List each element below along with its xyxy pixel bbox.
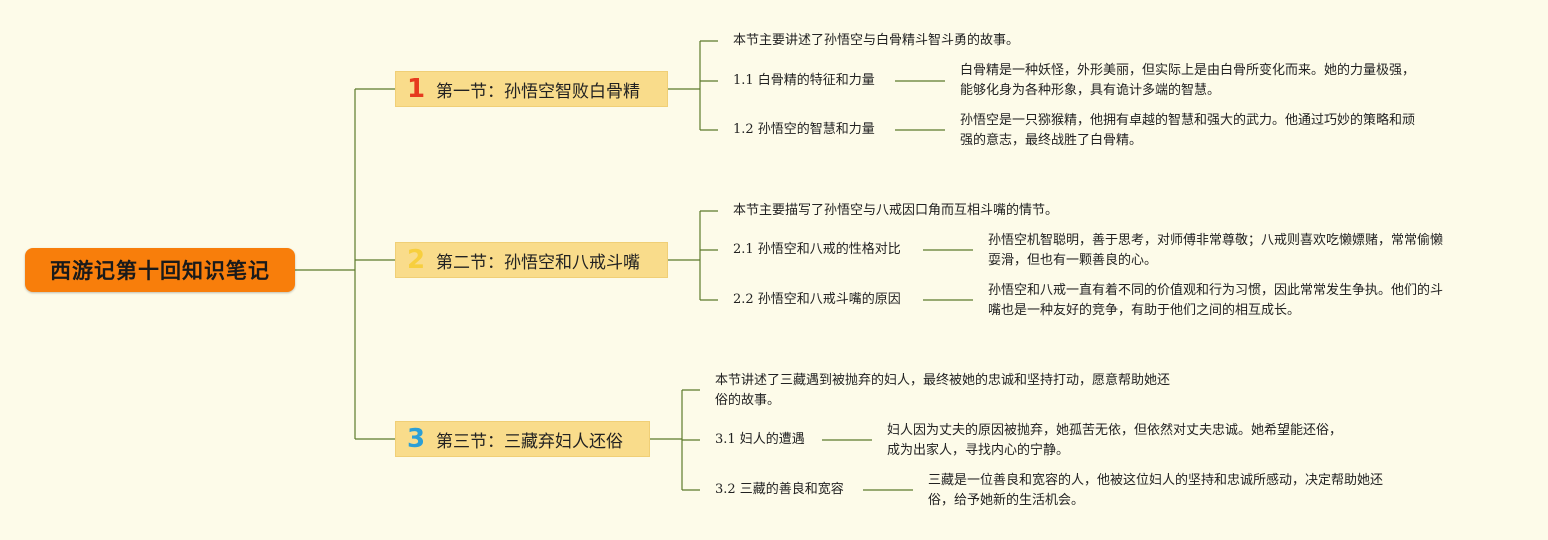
section-3-summary: 本节讲述了三藏遇到被抛弃的妇人，最终被她的忠诚和坚持打动，愿意帮助她还 俗的故事… <box>715 371 1235 411</box>
section-2-topic[interactable]: 2 第二节：孙悟空和八戒斗嘴 <box>395 242 668 278</box>
section-1-sub-2-detail: 孙悟空是一只猕猴精，他拥有卓越的智慧和强大的武力。他通过巧妙的策略和顽 强的意志… <box>960 111 1480 151</box>
section-3-topic[interactable]: 3 第三节：三藏弃妇人还俗 <box>395 421 650 457</box>
section-1-title: 第一节：孙悟空智败白骨精 <box>436 81 640 102</box>
detail-line: 强的意志，最终战胜了白骨精。 <box>960 133 1143 148</box>
detail-line: 耍滑，但也有一颗善良的心。 <box>988 253 1158 268</box>
detail-line: 俗，给予她新的生活机会。 <box>928 493 1085 508</box>
detail-line: 孙悟空和八戒一直有着不同的价值观和行为习惯，因此常常发生争执。他们的斗 <box>988 283 1444 298</box>
section-2-title: 第二节：孙悟空和八戒斗嘴 <box>436 252 640 273</box>
detail-line: 妇人因为丈夫的原因被抛弃，她孤苦无依，但依然对丈夫忠诚。她希望能还俗， <box>887 423 1343 438</box>
detail-line: 能够化身为各种形象，具有诡计多端的智慧。 <box>960 83 1221 98</box>
summary-line: 本节讲述了三藏遇到被抛弃的妇人，最终被她的忠诚和坚持打动，愿意帮助她还 <box>715 373 1171 388</box>
section-3-title: 第三节：三藏弃妇人还俗 <box>436 431 623 452</box>
number-2-icon: 2 <box>406 245 426 275</box>
root-title: 西游记第十回知识笔记 <box>50 259 270 283</box>
detail-line: 孙悟空是一只猕猴精，他拥有卓越的智慧和强大的武力。他通过巧妙的策略和顽 <box>960 113 1416 128</box>
section-1-topic[interactable]: 1 第一节：孙悟空智败白骨精 <box>395 71 668 107</box>
section-1-sub-1-detail: 白骨精是一种妖怪，外形美丽，但实际上是由白骨所变化而来。她的力量极强， 能够化身… <box>960 61 1480 101</box>
number-1-icon: 1 <box>406 74 426 104</box>
number-3-icon: 3 <box>406 424 426 454</box>
section-1-summary: 本节主要讲述了孙悟空与白骨精斗智斗勇的故事。 <box>733 33 1020 48</box>
section-3-sub-1-detail: 妇人因为丈夫的原因被抛弃，她孤苦无依，但依然对丈夫忠诚。她希望能还俗， 成为出家… <box>887 421 1407 461</box>
detail-line: 三藏是一位善良和宽容的人，他被这位妇人的坚持和忠诚所感动，决定帮助她还 <box>928 473 1384 488</box>
detail-line: 嘴也是一种友好的竞争，有助于他们之间的相互成长。 <box>988 303 1301 318</box>
section-1-sub-1-label: 1.1 白骨精的特征和力量 <box>733 73 875 88</box>
root-topic[interactable]: 西游记第十回知识笔记 <box>25 248 295 292</box>
section-3-sub-1-label: 3.1 妇人的遭遇 <box>715 432 805 447</box>
section-2-sub-2-label: 2.2 孙悟空和八戒斗嘴的原因 <box>733 292 901 307</box>
detail-line: 孙悟空机智聪明，善于思考，对师傅非常尊敬；八戒则喜欢吃懒嫖赌，常常偷懒 <box>988 233 1444 248</box>
detail-line: 成为出家人，寻找内心的宁静。 <box>887 443 1070 458</box>
section-3-sub-2-detail: 三藏是一位善良和宽容的人，他被这位妇人的坚持和忠诚所感动，决定帮助她还 俗，给予… <box>928 471 1468 511</box>
section-2-summary: 本节主要描写了孙悟空与八戒因口角而互相斗嘴的情节。 <box>733 203 1059 218</box>
section-1-sub-2-label: 1.2 孙悟空的智慧和力量 <box>733 122 875 137</box>
section-2-sub-2-detail: 孙悟空和八戒一直有着不同的价值观和行为习惯，因此常常发生争执。他们的斗 嘴也是一… <box>988 281 1528 321</box>
detail-line: 白骨精是一种妖怪，外形美丽，但实际上是由白骨所变化而来。她的力量极强， <box>960 63 1416 78</box>
section-2-sub-1-detail: 孙悟空机智聪明，善于思考，对师傅非常尊敬；八戒则喜欢吃懒嫖赌，常常偷懒 耍滑，但… <box>988 231 1528 271</box>
section-3-sub-2-label: 3.2 三藏的善良和宽容 <box>715 482 844 497</box>
summary-line: 俗的故事。 <box>715 393 781 408</box>
section-2-sub-1-label: 2.1 孙悟空和八戒的性格对比 <box>733 242 901 257</box>
